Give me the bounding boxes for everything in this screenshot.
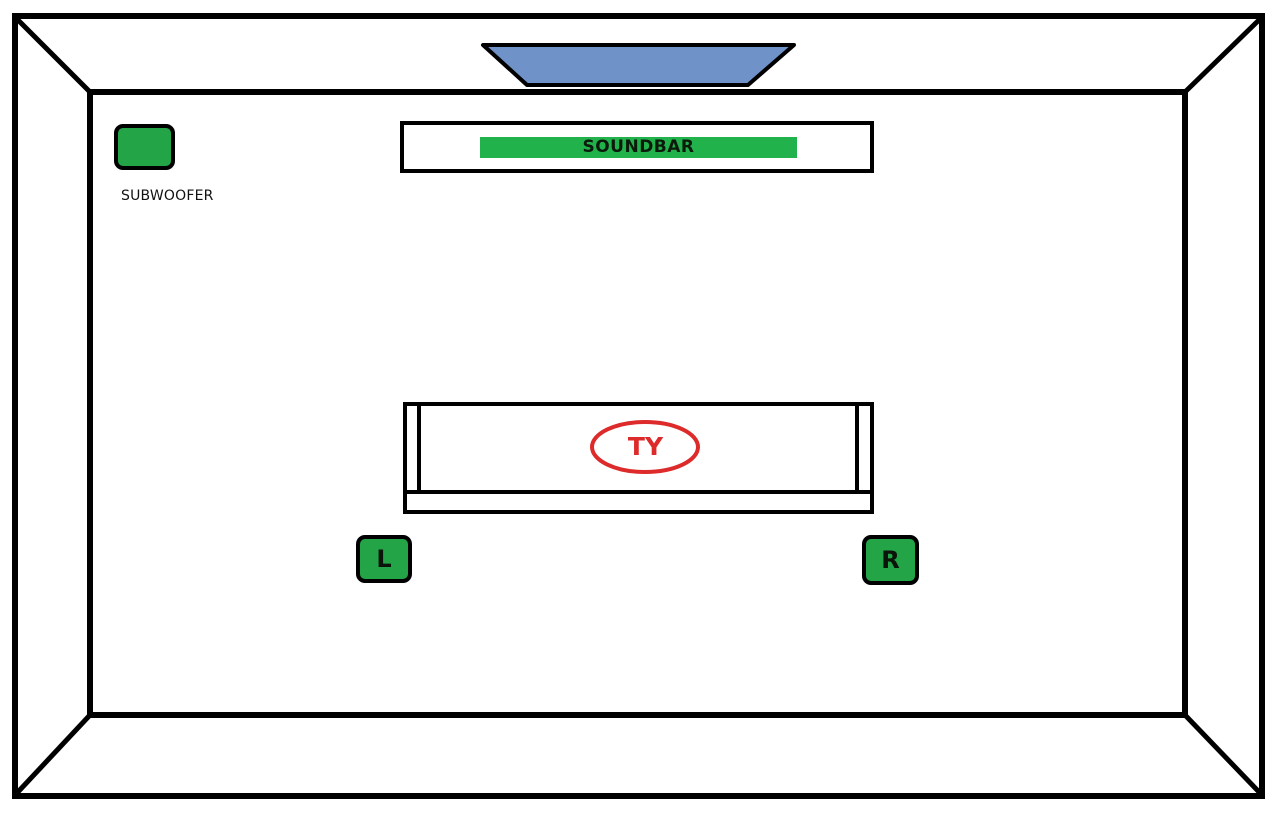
outer-wall [12, 13, 1265, 799]
corner-line-top-right [1183, 17, 1262, 94]
corner-line-bottom-left [15, 713, 92, 795]
corner-line-top-left [15, 17, 92, 94]
tv-ellipse [590, 420, 700, 474]
corner-line-bottom-right [1183, 713, 1262, 795]
speaker-left [356, 535, 412, 583]
inner-floor [87, 89, 1188, 718]
soundbar-strip [480, 137, 797, 158]
speaker-right [862, 535, 919, 585]
wall-window [481, 43, 796, 87]
subwoofer-block [114, 124, 175, 170]
